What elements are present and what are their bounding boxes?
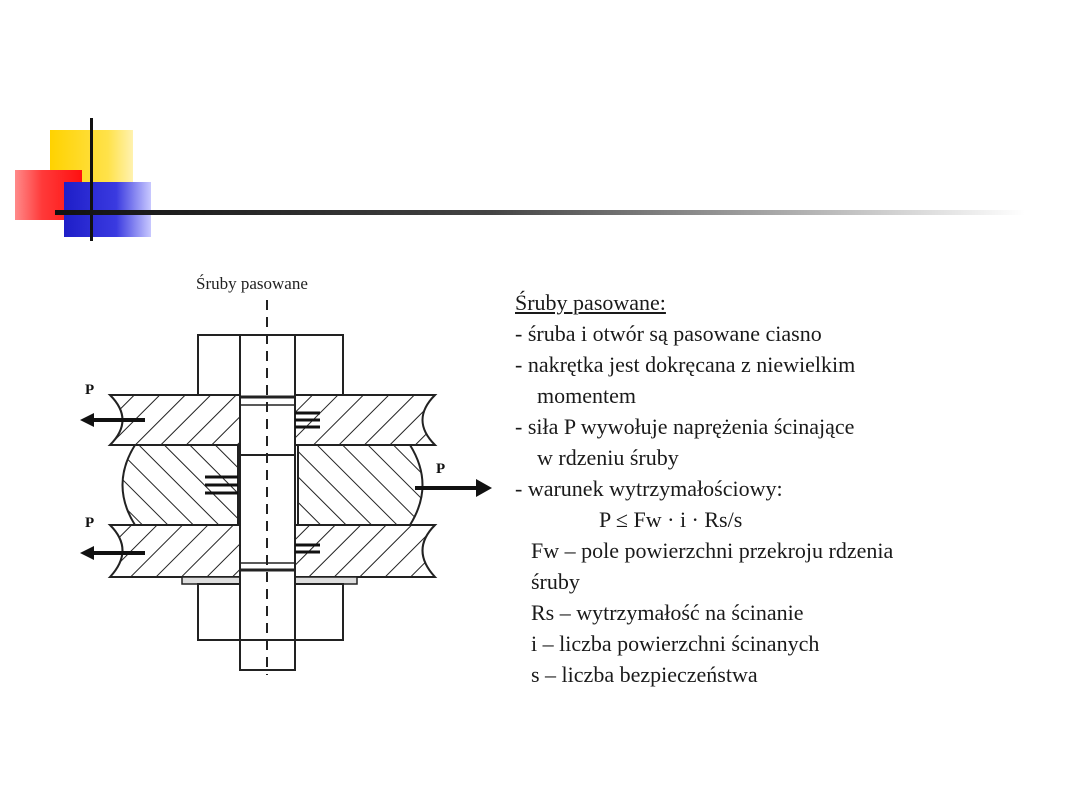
figure-caption: Śruby pasowane xyxy=(196,274,308,293)
definition-fw-cont: śruby xyxy=(531,569,580,594)
shear-arrows-middle xyxy=(205,475,238,495)
bottom-plate-right xyxy=(294,524,438,578)
force-arrow-left-top xyxy=(80,413,145,427)
bullet-nut-cont: momentem xyxy=(537,383,636,408)
bullet-force: - siła P wywołuje naprężenia ścinające xyxy=(515,414,855,439)
strength-formula: P ≤ Fw · i · Rs/s xyxy=(599,507,743,532)
bolt-cross-section xyxy=(80,300,492,675)
shear-arrows-top xyxy=(295,411,320,429)
definition-i: i – liczba powierzchni ścinanych xyxy=(531,631,820,656)
decor-vertical-line xyxy=(90,118,93,241)
bullet-condition: - warunek wytrzymałościowy: xyxy=(515,476,783,501)
force-arrow-left-bottom xyxy=(80,546,145,560)
force-label-right: P xyxy=(436,461,446,477)
bullet-nut: - nakrętka jest dokręcana z niewielkim xyxy=(515,352,856,377)
force-label-left-bottom: P xyxy=(85,515,95,531)
definition-s: s – liczba bezpieczeństwa xyxy=(531,662,758,687)
title-rule xyxy=(55,210,1025,215)
decor-blue-square xyxy=(64,182,151,237)
bolt-joint-diagram: Śruby pasowane xyxy=(60,265,500,685)
bullet-force-cont: w rdzeniu śruby xyxy=(537,445,679,470)
heading: Śruby pasowane: xyxy=(515,290,666,315)
top-plate-right xyxy=(294,394,438,446)
force-label-left-top: P xyxy=(85,382,95,398)
shear-arrows-bottom xyxy=(295,543,320,554)
definition-fw: Fw – pole powierzchni przekroju rdzenia xyxy=(531,538,894,563)
middle-plate-right xyxy=(297,444,424,526)
force-arrow-right xyxy=(415,479,492,497)
definition-rs: Rs – wytrzymałość na ścinanie xyxy=(531,600,804,625)
bullet-fit: - śruba i otwór są pasowane ciasno xyxy=(515,321,822,346)
